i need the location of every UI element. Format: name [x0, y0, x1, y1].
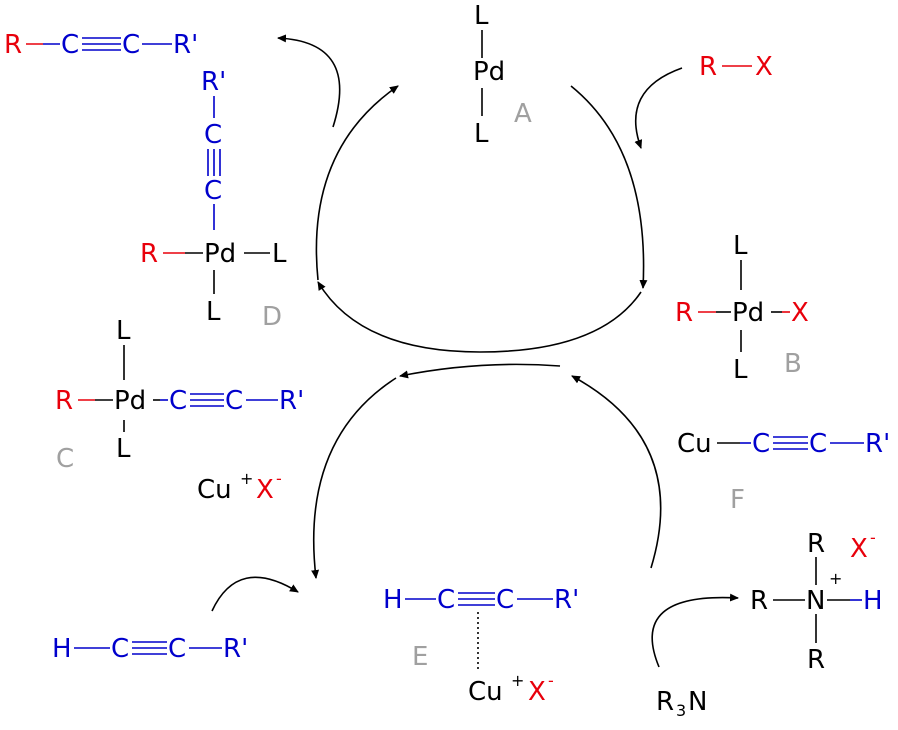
amm-x-charge: - — [870, 528, 876, 547]
f-cu: Cu — [677, 429, 712, 459]
amm-r-top: R — [807, 529, 825, 559]
label-c: C — [56, 444, 74, 474]
arrow-r-x-in — [634, 67, 683, 149]
arrow-base-to-ammonium — [651, 593, 739, 668]
label-d: D — [262, 302, 282, 332]
e-x-charge: - — [548, 671, 554, 690]
e-c1: C — [437, 585, 455, 615]
amm-r-left: R — [750, 586, 768, 616]
d-pd: Pd — [204, 239, 236, 269]
x-left: X — [256, 475, 274, 505]
pd-cycle-arrow-bottom — [317, 281, 642, 353]
pd-cycle-arrow-left — [315, 85, 399, 281]
cu-cycle-arrow-right — [571, 375, 662, 569]
base-n: N — [688, 687, 707, 717]
species-a-pd-l2: L Pd L A — [473, 1, 532, 149]
f-r-prime: R' — [865, 429, 890, 459]
cu-left-charge: + — [240, 469, 253, 488]
alkyne-c2: C — [168, 634, 186, 664]
e-x: X — [528, 677, 546, 707]
amm-x: X — [850, 534, 868, 564]
d-r-prime: R' — [201, 67, 226, 97]
b-x: X — [791, 298, 809, 328]
species-e: H C C R' Cu + X - E — [383, 585, 579, 707]
b-r: R — [675, 298, 693, 328]
amm-n: N — [806, 586, 825, 616]
d-r: R — [140, 239, 158, 269]
a-pd: Pd — [473, 57, 505, 87]
base-r: R — [656, 687, 674, 717]
f-c2: C — [809, 429, 827, 459]
e-r-prime: R' — [554, 585, 579, 615]
a-ligand-bottom: L — [474, 119, 489, 149]
c-ligand-bottom: L — [116, 434, 131, 464]
e-cu: Cu — [468, 677, 503, 707]
product-r-prime: R' — [173, 30, 198, 60]
terminal-alkyne: H C C R' — [52, 634, 248, 664]
reagent-r-x: R X — [699, 52, 773, 82]
rx-x: X — [755, 52, 773, 82]
amm-r-bottom: R — [807, 645, 825, 675]
b-ligand-bottom: L — [733, 355, 748, 385]
arrow-product-out — [277, 34, 341, 128]
c-c2: C — [225, 386, 243, 416]
f-c1: C — [752, 429, 770, 459]
c-pd: Pd — [114, 386, 146, 416]
e-c2: C — [496, 585, 514, 615]
product-r: R — [4, 30, 22, 60]
pd-cycle-arrow-top-right — [570, 85, 648, 289]
label-a: A — [514, 99, 532, 129]
product-alkyne: R C C R' — [4, 30, 198, 60]
label-e: E — [412, 642, 428, 672]
c-c1: C — [169, 386, 187, 416]
a-ligand-top: L — [474, 1, 489, 31]
base-subscript: 3 — [676, 701, 686, 720]
x-left-charge: - — [276, 469, 282, 488]
b-ligand-top: L — [733, 231, 748, 261]
species-f: Cu C C R' F — [677, 429, 890, 515]
d-ligand-bottom: L — [206, 297, 221, 327]
d-c2: C — [204, 176, 222, 206]
species-b: L R Pd X L B — [675, 231, 809, 385]
alkyne-c1: C — [111, 634, 129, 664]
amm-n-charge: + — [829, 569, 842, 588]
species-c: L R Pd C C R' L C — [55, 316, 304, 474]
cu-cycle-arrow-top — [399, 363, 561, 379]
c-r: R — [55, 386, 73, 416]
c-r-prime: R' — [279, 386, 304, 416]
label-b: B — [784, 349, 802, 379]
cu-left: Cu — [197, 475, 232, 505]
base-r3n: R 3 N — [656, 687, 707, 720]
alkyne-h: H — [52, 634, 72, 664]
product-c1: C — [61, 30, 79, 60]
alkyne-r-prime: R' — [223, 634, 248, 664]
amm-h: H — [863, 586, 883, 616]
c-ligand-top: L — [116, 316, 131, 346]
rx-r: R — [699, 52, 717, 82]
product-c2: C — [122, 30, 140, 60]
d-ligand-right: L — [272, 239, 287, 269]
d-c1: C — [204, 120, 222, 150]
ammonium-salt: R X - + R N H R — [750, 528, 883, 675]
e-cu-charge: + — [511, 671, 524, 690]
cu-x-salt-left: Cu + X - — [197, 469, 282, 505]
e-h: H — [383, 585, 403, 615]
species-d: R' C C R Pd L L D — [140, 67, 287, 332]
arrow-alkyne-in — [211, 576, 299, 612]
label-f: F — [730, 485, 745, 515]
cu-cycle-arrow-left — [311, 377, 397, 579]
b-pd: Pd — [732, 298, 764, 328]
